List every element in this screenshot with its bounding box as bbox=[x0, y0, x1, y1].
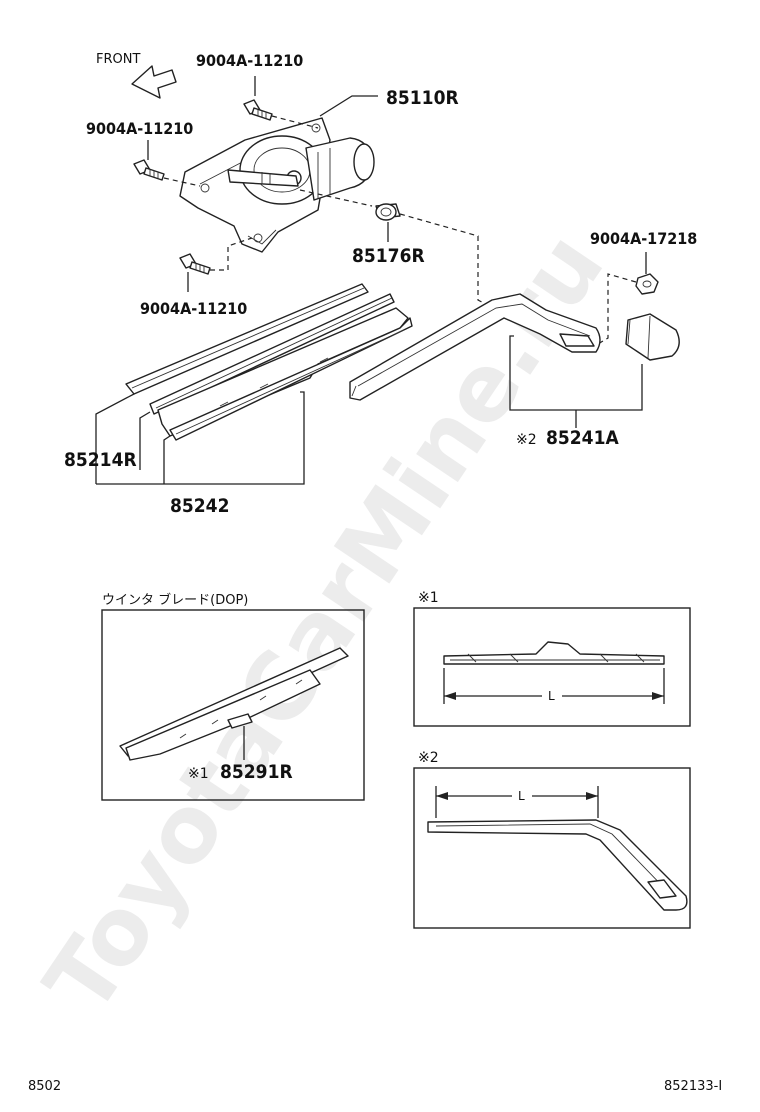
front-arrow-icon bbox=[131, 65, 177, 99]
detail2-panel bbox=[413, 767, 691, 929]
callout-motor: 85110R bbox=[386, 87, 459, 109]
callout-grommet: 85176R bbox=[352, 245, 425, 267]
bolt-left-icon bbox=[133, 159, 165, 181]
detail2-title: ※2 bbox=[418, 750, 439, 766]
callout-nut: 9004A-17218 bbox=[590, 229, 697, 248]
bolt-top-icon bbox=[243, 99, 273, 121]
winter-blade-title: ウインタ ブレード(DOP) bbox=[102, 592, 248, 608]
bolt-bottom-icon bbox=[179, 253, 211, 275]
callout-blade: 85214R bbox=[64, 449, 137, 471]
grommet-icon bbox=[375, 203, 401, 221]
detail2-arm-illustration bbox=[427, 819, 688, 911]
footer-code: 852133-I bbox=[664, 1079, 722, 1094]
winter-blade-illustration bbox=[119, 647, 349, 761]
arm-cap-icon bbox=[625, 313, 680, 361]
watermark-text: ToyotaCarMine.ru bbox=[25, 214, 625, 1032]
detail1-title: ※1 bbox=[418, 590, 439, 606]
detail1-dim: L bbox=[548, 689, 555, 703]
winter-blade-panel bbox=[101, 609, 365, 801]
detail2-dim: L bbox=[518, 789, 525, 803]
wiper-arm-illustration bbox=[349, 293, 601, 401]
callout-rubber: 85242 bbox=[170, 495, 229, 517]
detail1-blade-illustration bbox=[443, 641, 665, 665]
callout-bolt-left: 9004A-11210 bbox=[86, 119, 193, 138]
callout-arm-mark: ※2 bbox=[516, 432, 537, 448]
detail1-panel bbox=[413, 607, 691, 727]
front-label: FRONT bbox=[96, 52, 140, 67]
callout-arm: 85241A bbox=[546, 427, 619, 449]
winter-blade-mark: ※1 bbox=[188, 766, 209, 782]
callout-bolt-bottom: 9004A-11210 bbox=[140, 299, 247, 318]
nut-icon bbox=[635, 273, 659, 295]
callout-bolt-top: 9004A-11210 bbox=[196, 51, 303, 70]
wiper-motor-illustration bbox=[179, 117, 375, 253]
winter-blade-part: 85291R bbox=[220, 761, 293, 783]
wiper-blade-illustration bbox=[125, 283, 413, 441]
footer-page: 8502 bbox=[28, 1079, 61, 1094]
